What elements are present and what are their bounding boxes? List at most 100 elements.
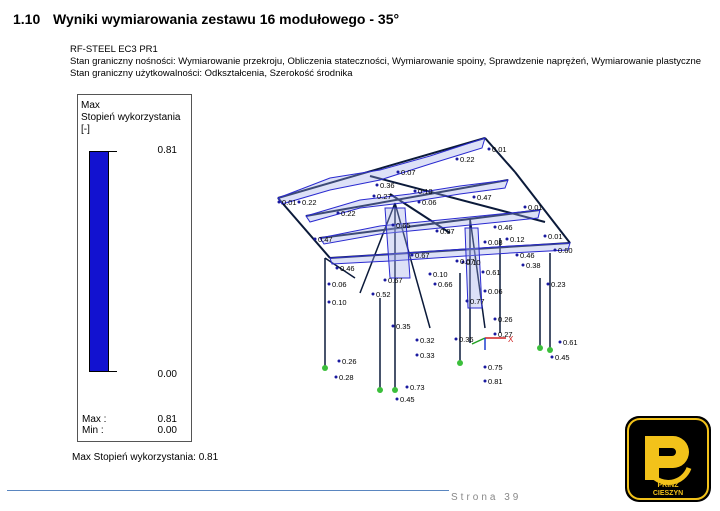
- utilization-value-label: 0.27: [377, 192, 392, 201]
- value-marker: [428, 272, 432, 276]
- prinz-cieszyn-logo: PRINŻ CIESZYN: [625, 416, 711, 502]
- value-marker: [558, 340, 562, 344]
- value-marker: [454, 337, 458, 341]
- utilization-value-label: 0.46: [498, 223, 513, 232]
- utilization-value-label: 0.01: [492, 145, 507, 154]
- logo-line-1: PRINŻ: [658, 481, 680, 489]
- utilization-value-label: 0.12: [510, 235, 525, 244]
- utilization-value-label: 0.10: [433, 270, 448, 279]
- value-marker: [417, 200, 421, 204]
- utilization-value-label: 0.33: [420, 351, 435, 360]
- legend-min-key: Min :: [82, 425, 104, 436]
- value-marker: [483, 289, 487, 293]
- value-marker: [435, 229, 439, 233]
- utilization-value-label: 0.26: [498, 315, 513, 324]
- utilization-value-label: 0.08: [488, 238, 503, 247]
- value-marker: [483, 240, 487, 244]
- page-number: Strona 39: [451, 492, 522, 503]
- utilization-value-label: 0.28: [339, 373, 354, 382]
- value-marker: [336, 211, 340, 215]
- utilization-value-label: 0.26: [342, 357, 357, 366]
- utilization-value-label: 0.22: [341, 209, 356, 218]
- legend-unit-label: [-]: [81, 124, 90, 135]
- value-marker: [455, 259, 459, 263]
- value-marker: [371, 292, 375, 296]
- module-name: RF-STEEL EC3 PR1: [70, 44, 158, 55]
- value-marker: [405, 385, 409, 389]
- structure-frame: [277, 137, 571, 390]
- value-marker: [483, 379, 487, 383]
- utilization-value-label: 0.10: [418, 187, 433, 196]
- utilization-value-label: 0.81: [488, 377, 503, 386]
- utilization-value-label: 0.77: [470, 297, 485, 306]
- value-marker: [523, 205, 527, 209]
- value-marker: [493, 317, 497, 321]
- utilization-value-label: 0.07: [401, 168, 416, 177]
- utilization-value-label: 0.06: [332, 280, 347, 289]
- utilization-value-label: 0.60: [558, 246, 573, 255]
- utilization-value-label: 0.01: [528, 203, 543, 212]
- value-marker: [483, 365, 487, 369]
- section-number: 1.10: [13, 11, 41, 27]
- value-marker: [337, 359, 341, 363]
- axis-x-label: X: [508, 335, 514, 344]
- legend-max-value: 0.81: [157, 414, 177, 425]
- value-marker: [481, 270, 485, 274]
- value-marker: [327, 282, 331, 286]
- utilization-value-label: 0.67: [415, 251, 430, 260]
- ultimate-limit-state-line: Stan graniczny nośności: Wymiarowanie pr…: [70, 56, 702, 67]
- scale-bottom-value: 0.00: [157, 369, 177, 380]
- value-marker: [487, 147, 491, 151]
- value-marker: [395, 397, 399, 401]
- value-marker: [375, 183, 379, 187]
- scale-tick-bottom: [109, 371, 117, 372]
- logo-line-2: CIESZYN: [653, 490, 683, 497]
- utilization-value-label: 0.23: [551, 280, 566, 289]
- value-marker: [455, 157, 459, 161]
- utilization-value-label: 0.35: [396, 322, 411, 331]
- support-nodes: [322, 345, 553, 393]
- value-marker: [396, 170, 400, 174]
- value-marker: [415, 353, 419, 357]
- value-marker: [515, 253, 519, 257]
- utilization-value-label: 0.52: [376, 290, 391, 299]
- utilization-value-label: 0.36: [459, 335, 474, 344]
- value-marker: [327, 300, 331, 304]
- utilization-value-label: 0.22: [460, 155, 475, 164]
- value-labels: 0.01 0.22 0.07 0.36 0.27 0.10 0.06 0.47 0.01 0.22…: [277, 145, 578, 404]
- value-marker: [297, 200, 301, 204]
- value-marker: [543, 234, 547, 238]
- scale-top-value: 0.81: [157, 145, 177, 156]
- utilization-value-label: 0.45: [555, 353, 570, 362]
- value-marker: [413, 189, 417, 193]
- utilization-value-label: 0.07: [460, 257, 475, 266]
- utilization-value-label: 0.46: [340, 264, 355, 273]
- value-marker: [313, 237, 317, 241]
- utilization-diagrams: [277, 137, 571, 309]
- legend-panel: Max Stopień wykorzystania [-] 0.81 0.00 …: [77, 94, 192, 442]
- value-marker: [372, 194, 376, 198]
- section-title: Wyniki wymiarowania zestawu 16 modułoweg…: [53, 11, 400, 27]
- value-marker: [433, 282, 437, 286]
- legend-min-value: 0.00: [157, 425, 177, 436]
- value-marker: [550, 355, 554, 359]
- utilization-value-label: 0.46: [520, 251, 535, 260]
- utilization-value-label: 0.01: [548, 232, 563, 241]
- utilization-value-label: 0.47: [477, 193, 492, 202]
- legend-max-key: Max :: [82, 414, 107, 425]
- utilization-value-label: 0.27: [498, 330, 513, 339]
- utilization-value-label: 0.67: [388, 276, 403, 285]
- utilization-value-label: 0.32: [420, 336, 435, 345]
- utilization-value-label: 0.01: [282, 198, 297, 207]
- utilization-value-label: 0.61: [563, 338, 578, 347]
- utilization-value-label: 0.73: [410, 383, 425, 392]
- value-marker: [493, 225, 497, 229]
- utilization-value-label: 0.66: [438, 280, 453, 289]
- value-marker: [546, 282, 550, 286]
- axis-triad: X: [471, 335, 514, 350]
- utilization-value-label: 0.22: [302, 198, 317, 207]
- utilization-value-label: 0.47: [318, 235, 333, 244]
- utilization-value-label: 0.65: [396, 221, 411, 230]
- utilization-value-label: 0.38: [526, 261, 541, 270]
